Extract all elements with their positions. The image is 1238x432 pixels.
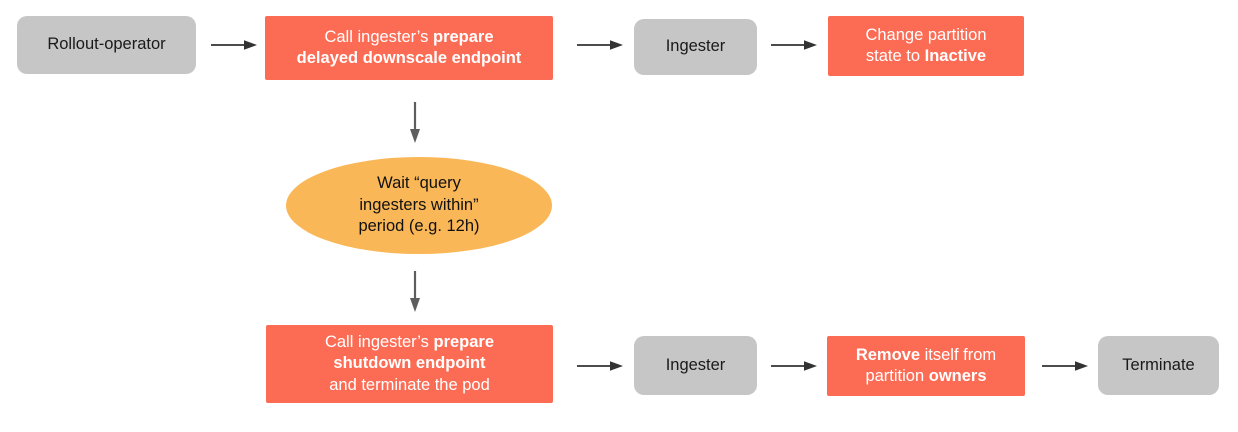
arrow-wait-to-prepare-shutdown <box>409 271 421 313</box>
node-terminate[interactable]: Terminate <box>1098 336 1219 395</box>
arrow-prepare-shutdown-to-ingester-bottom <box>577 360 625 372</box>
node-ingester-bottom-label: Ingester <box>665 355 726 374</box>
node-rollout-operator[interactable]: Rollout-operator <box>17 16 196 74</box>
arrow-ingester-bottom-to-remove-itself <box>771 360 819 372</box>
arrow-prepare-downscale-to-ingester-top <box>577 39 625 51</box>
arrow-remove-itself-to-terminate <box>1042 360 1090 372</box>
node-terminate-label: Terminate <box>1122 355 1195 374</box>
node-rollout-operator-label: Rollout-operator <box>47 35 166 54</box>
arrow-operator-to-prepare-downscale <box>211 39 259 51</box>
node-ingester-bottom[interactable]: Ingester <box>634 336 757 395</box>
node-ingester-top-label: Ingester <box>665 37 726 56</box>
arrow-prepare-downscale-to-wait <box>409 102 421 144</box>
node-ingester-top[interactable]: Ingester <box>634 19 757 75</box>
arrow-ingester-top-to-change-partition <box>771 39 819 51</box>
